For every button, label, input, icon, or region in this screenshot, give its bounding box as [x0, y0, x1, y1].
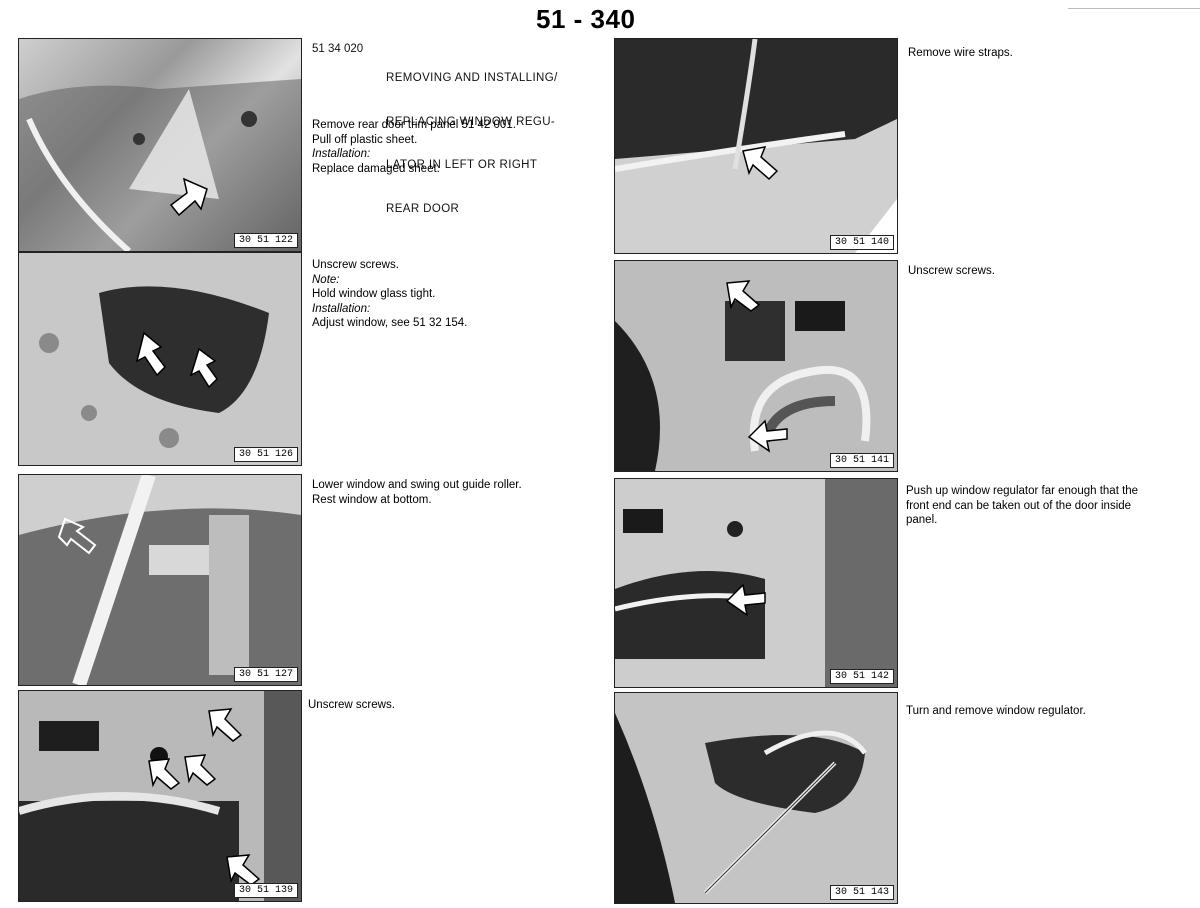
photo-id: 30 51 122 — [233, 233, 298, 248]
photo-id: 30 51 127 — [233, 667, 298, 682]
step-8-photo: 30 51 143 — [614, 692, 898, 904]
step-7-photo: 30 51 142 — [614, 478, 898, 688]
arrow-icon — [57, 517, 97, 555]
step-4-photo: 30 51 139 — [18, 690, 302, 902]
step-3-photo: 30 51 127 — [18, 474, 302, 686]
step-8-caption: Turn and remove window regulator. — [906, 705, 1086, 717]
step-2-photo: 30 51 126 — [18, 252, 302, 466]
top-rule — [1068, 8, 1200, 9]
photo-id: 30 51 142 — [829, 669, 894, 684]
photo-id: 30 51 141 — [829, 453, 894, 468]
arrow-icon — [726, 280, 788, 453]
procedure-code: 51 34 020 — [312, 43, 364, 55]
arrow-icon — [725, 583, 766, 617]
photo-id: 30 51 126 — [233, 447, 298, 462]
step-6-photo: 30 51 141 — [614, 260, 898, 472]
step-6-caption: Unscrew screws. — [908, 265, 995, 277]
arrow-icon — [742, 146, 779, 181]
photo-id: 30 51 139 — [233, 883, 298, 898]
step-3-caption: Lower window and swing out guide roller.… — [312, 479, 522, 506]
step-1-photo: 30 51 122 — [18, 38, 302, 252]
step-5-photo: 30 51 140 — [614, 38, 898, 254]
arrow-icon — [148, 708, 261, 886]
page-number: 51 - 340 — [536, 4, 636, 34]
photo-id: 30 51 140 — [829, 235, 894, 250]
photo-id: 30 51 143 — [829, 885, 894, 900]
step-4-caption: Unscrew screws. — [308, 699, 395, 711]
arrow-icon — [135, 331, 218, 389]
procedure-title: REMOVING AND INSTALLING/ REPLACING WINDO… — [386, 72, 558, 215]
step-5-caption: Remove wire straps. — [908, 47, 1013, 59]
step-7-caption: Push up window regulator far enough that… — [906, 485, 1139, 526]
arrow-icon — [169, 177, 208, 217]
step-2-caption: Unscrew screws. Note: Hold window glass … — [312, 259, 468, 329]
step-1-caption: Remove rear door trim panel 51 42 001. P… — [312, 119, 516, 175]
